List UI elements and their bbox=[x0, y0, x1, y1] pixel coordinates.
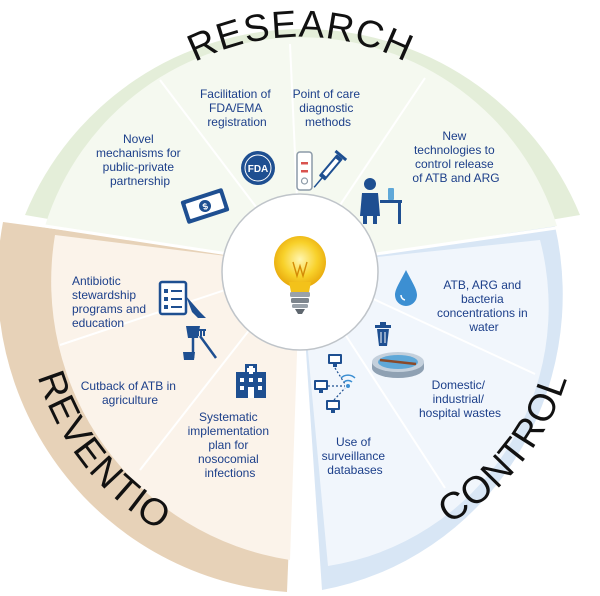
prevention-item-agriculture: Cutback of ATB in agriculture bbox=[81, 379, 180, 407]
fda-seal-icon: FDA bbox=[241, 151, 275, 185]
research-inner bbox=[45, 37, 557, 265]
control-item-wastes: Domestic/ industrial/ hospital wastes bbox=[419, 378, 501, 420]
research-item-fda-ema: Facilitation of FDA/EMA registration bbox=[200, 87, 274, 129]
checklist-icon bbox=[158, 280, 206, 318]
prevention-item-stewardship: Antibiotic stewardship programs and educ… bbox=[72, 274, 149, 330]
research-item-public-private: Novel mechanisms for public-private part… bbox=[96, 132, 184, 188]
svg-text:$: $ bbox=[201, 201, 209, 212]
research-item-new-technologies: New technologies to control release of A… bbox=[412, 129, 499, 185]
hospital-building-icon bbox=[236, 364, 266, 398]
control-inner bbox=[300, 240, 549, 566]
prevention-item-nosocomial: Systematic implementation plan for nosoc… bbox=[188, 410, 273, 480]
research-item-point-of-care: Point of care diagnostic methods bbox=[293, 87, 364, 129]
network-computers-icon bbox=[314, 354, 356, 413]
svg-text:FDA: FDA bbox=[248, 164, 269, 175]
control-item-water: ATB, ARG and bacteria concentrations in … bbox=[437, 278, 531, 334]
lab-scientist-icon bbox=[360, 178, 402, 224]
control-item-surveillance: Use of surveillance databases bbox=[322, 435, 389, 477]
dollar-bill-icon: $ bbox=[180, 188, 230, 224]
syringe-icon bbox=[313, 149, 348, 188]
garden-tools-icon bbox=[183, 326, 218, 360]
wastewater-tank-icon bbox=[372, 352, 424, 378]
test-strip-icon bbox=[296, 151, 313, 191]
water-drop-icon bbox=[395, 270, 417, 306]
lightbulb-icon bbox=[274, 236, 326, 314]
trash-bin-icon bbox=[375, 322, 391, 346]
